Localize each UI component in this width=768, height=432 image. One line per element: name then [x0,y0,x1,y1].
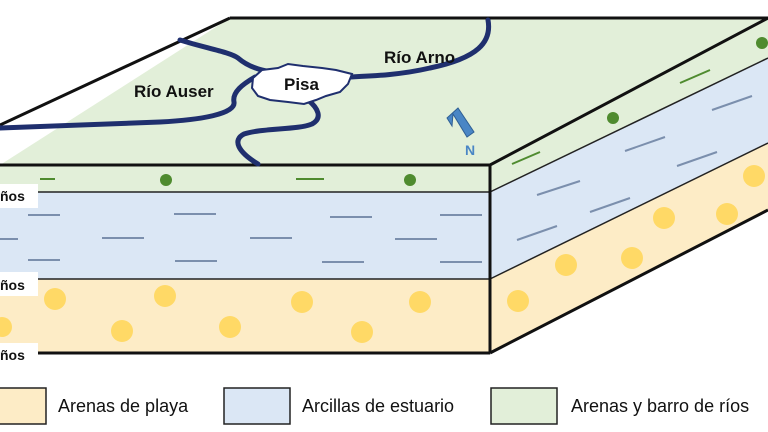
sand-layer-dots [0,165,765,343]
river-tributary-path [177,37,275,75]
legend-label-beach-sand: Arenas de playa [58,396,189,416]
legend-label-estuary-clay: Arcillas de estuario [302,396,454,416]
river-arno-path [347,17,492,80]
legend-label-river-sand-mud: Arenas y barro de ríos [571,396,749,416]
legend-item-estuary-clay: Arcillas de estuario [223,387,454,425]
river-arno-label: Río Arno [384,48,455,67]
age-label-3: ños [0,343,38,367]
legend-swatch-beach-sand [0,387,47,425]
river-auser-path [0,74,258,131]
legend-item-beach-sand: Arenas de playa [0,387,189,425]
right-river-layer [490,18,768,192]
front-river-layer [0,165,490,192]
legend-swatch-river-sand-mud [490,387,558,425]
clay-layer-dashes [0,95,753,263]
block-outline [0,16,768,355]
front-sand-layer [0,279,490,353]
pisa-city-shape [250,62,354,106]
svg-text:ños: ños [0,347,25,363]
river-south-path [235,97,321,167]
river-auser-label: Río Auser [134,82,214,101]
north-arrow-icon [446,107,475,138]
legend-swatch-estuary-clay [223,387,291,425]
north-label: N [465,142,475,158]
right-clay-layer [490,58,768,279]
age-label-1: ños [0,184,38,208]
top-surface [0,18,768,165]
age-label-2: ños [0,272,38,296]
city-pisa-label: Pisa [284,75,320,94]
rivers [0,17,492,167]
svg-text:ños: ños [0,277,25,293]
svg-text:ños: ños [0,188,25,204]
front-clay-layer [0,192,490,279]
legend: Arenas de playa Arcillas de estuario Are… [0,387,749,425]
legend-item-river-sand-mud: Arenas y barro de ríos [490,387,749,425]
river-layer-markers [40,37,768,186]
